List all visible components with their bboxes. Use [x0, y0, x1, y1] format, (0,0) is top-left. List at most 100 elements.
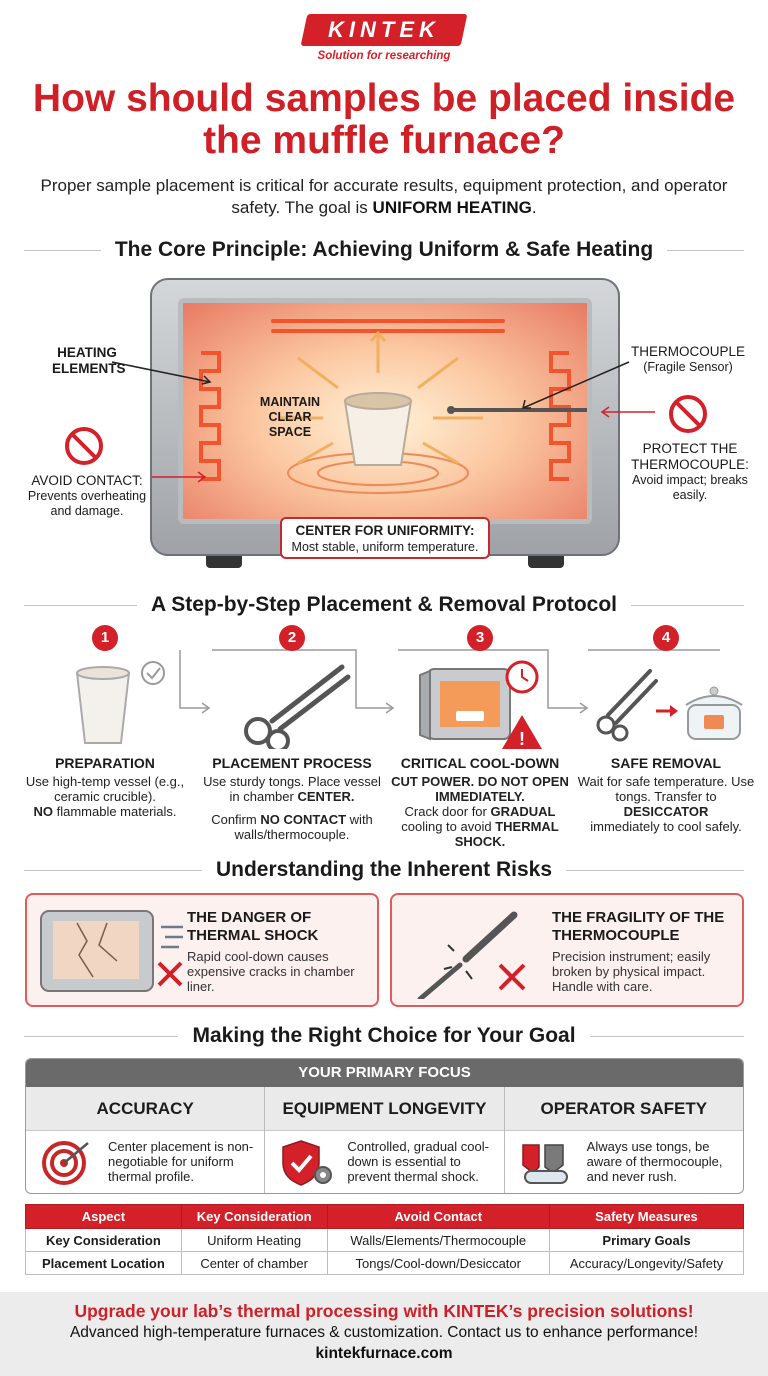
step-number: 4	[653, 625, 679, 651]
risk-text: Rapid cool-down causes expensive cracks …	[187, 949, 355, 994]
primary-focus-header: YOUR PRIMARY FOCUS	[26, 1059, 743, 1087]
step-2: 2 PLACEMENT PROCESS Use sturdy tongs. Pl…	[202, 625, 382, 842]
divider	[24, 604, 137, 606]
shield-gear-icon	[282, 1140, 333, 1186]
furnace-leg	[206, 556, 242, 568]
svg-text:!: !	[519, 729, 525, 749]
cooldown-icon: !	[419, 660, 542, 749]
page-title: How should samples be placed inside the …	[32, 77, 736, 162]
logo-box: KINTEK	[300, 14, 468, 46]
protect-thermocouple-title: PROTECT THE THERMOCOUPLE:	[631, 441, 749, 472]
brand-logo: KINTEK Solution for researching	[300, 14, 468, 62]
divider	[24, 869, 202, 871]
gloves-goggles-icon	[521, 1144, 568, 1184]
left-heating-coil	[199, 351, 221, 481]
step-2-text-b-bold: NO CONTACT	[260, 812, 347, 827]
table-cell: Primary Goals	[548, 1228, 745, 1252]
footer-cta: Upgrade your lab’s thermal processing wi…	[74, 1301, 694, 1321]
table-cell: Accuracy/Longevity/Safety	[548, 1251, 745, 1275]
step-number: 1	[92, 625, 118, 651]
footer-website-link[interactable]: kintekfurnace.com	[315, 1345, 453, 1362]
summary-table: Aspect Key Consideration Avoid Contact S…	[25, 1204, 745, 1275]
step-3: 3 ! CRITICAL COOL-DOWN CUT POWER. DO NOT…	[390, 625, 570, 849]
core-principle-heading: The Core Principle: Achieving Uniform & …	[0, 238, 768, 262]
step-number: 3	[467, 625, 493, 651]
avoid-contact-callout: AVOID CONTACT: Prevents overheating and …	[22, 473, 152, 519]
protect-thermocouple-callout: PROTECT THE THERMOCOUPLE: Avoid impact; …	[626, 441, 754, 503]
avoid-contact-text: Prevents overheating and damage.	[27, 489, 147, 518]
crucible-rim	[344, 392, 412, 410]
focus-title: ACCURACY	[26, 1087, 265, 1131]
furnace-chamber	[178, 298, 592, 524]
maintain-space-label: MAINTAIN CLEAR SPACE	[259, 395, 321, 439]
step-4-text-b: immediately to cool safely.	[590, 819, 742, 834]
step-2-text-c: with walls/thermocouple.	[234, 812, 373, 842]
summary-header-cell: Aspect	[25, 1204, 182, 1229]
step-text: CUT POWER. DO NOT OPEN IMMEDIATELY. Crac…	[390, 774, 570, 849]
heating-elements-label: HEATING ELEMENTS	[52, 345, 126, 376]
broken-thermocouple-icon	[417, 911, 526, 999]
intro-text: Proper sample placement is critical for …	[20, 175, 748, 219]
risk-text: Precision instrument; easily broken by p…	[552, 949, 711, 994]
summary-header-cell: Safety Measures	[548, 1204, 745, 1229]
section-heading: Making the Right Choice for Your Goal	[192, 1024, 576, 1047]
step-2-text-b: Confirm	[211, 812, 257, 827]
protect-pointer	[600, 406, 655, 418]
step-3-text-c-bold: THERMAL SHOCK.	[454, 819, 559, 849]
crucible	[343, 400, 413, 466]
heating-elements-pointer	[111, 361, 212, 385]
table-cell: Key Consideration	[25, 1228, 182, 1252]
protect-thermocouple-icon	[669, 395, 707, 433]
step-3-text-a-bold: CUT POWER. DO NOT OPEN IMMEDIATELY.	[391, 774, 569, 804]
table-cell: Uniform Heating	[180, 1228, 328, 1252]
step-4-text-a-bold: DESICCATOR	[623, 804, 709, 819]
step-title: PREPARATION	[55, 755, 155, 771]
avoid-contact-title: AVOID CONTACT:	[31, 473, 143, 488]
step-1-text-b-bold: NO	[33, 804, 53, 819]
no-contact-icon	[65, 427, 103, 465]
summary-header-cell: Key Consideration	[180, 1204, 328, 1229]
step-title: CRITICAL COOL-DOWN	[400, 755, 560, 771]
crucible-check-icon	[75, 661, 165, 744]
target-icon	[42, 1141, 89, 1185]
focus-accuracy: ACCURACY Center placement is non-negotia…	[26, 1087, 266, 1193]
primary-focus-table: YOUR PRIMARY FOCUS ACCURACY Center place…	[25, 1058, 744, 1194]
step-title: PLACEMENT PROCESS	[212, 755, 372, 771]
choice-heading: Making the Right Choice for Your Goal	[0, 1024, 768, 1048]
center-uniformity-callout: CENTER FOR UNIFORMITY: Most stable, unif…	[280, 517, 490, 559]
step-2-text-a-bold: CENTER.	[297, 789, 355, 804]
intro-emphasis: UNIFORM HEATING	[372, 198, 532, 217]
focus-text: Always use tongs, be aware of thermocoup…	[586, 1139, 723, 1184]
footer-banner: Upgrade your lab’s thermal processing wi…	[0, 1292, 768, 1376]
risk-title: THE FRAGILITY OF THE THERMOCOUPLE	[552, 909, 725, 944]
risks-heading: Understanding the Inherent Risks	[0, 858, 768, 882]
step-text: Wait for safe temperature. Use tongs. Tr…	[576, 774, 756, 834]
risk-title: THE DANGER OF THERMAL SHOCK	[187, 909, 319, 944]
table-cell: Placement Location	[25, 1251, 182, 1275]
intro-end: .	[531, 198, 537, 217]
focus-text: Controlled, gradual cool-down is essenti…	[347, 1139, 489, 1184]
chamber-illustration	[199, 319, 587, 494]
step-number: 2	[279, 625, 305, 651]
focus-longevity: EQUIPMENT LONGEVITY Controlled, gradual …	[265, 1087, 505, 1193]
step-1-text-b: flammable materials.	[56, 804, 177, 819]
table-row: Key Consideration Uniform Heating Walls/…	[25, 1228, 745, 1252]
top-heating-element	[271, 319, 505, 333]
focus-title: OPERATOR SAFETY	[504, 1087, 743, 1131]
thermocouple-sub: (Fragile Sensor)	[643, 360, 733, 374]
risk-card-thermocouple: THE FRAGILITY OF THE THERMOCOUPLE Precis…	[390, 893, 744, 1007]
cracked-furnace-icon	[40, 910, 183, 992]
furnace-leg	[528, 556, 564, 568]
step-1: 1 PREPARATION Use high-temp vessel (e.g.…	[15, 625, 195, 819]
step-text: Use sturdy tongs. Place vessel in chambe…	[202, 774, 382, 842]
thermocouple-title: THERMOCOUPLE	[630, 344, 745, 359]
brand-tagline: Solution for researching	[317, 50, 451, 62]
step-3-text-b: Crack door for	[404, 804, 487, 819]
divider	[631, 604, 744, 606]
desiccator-transfer-icon	[596, 669, 743, 742]
step-4: 4 SAFE REMOVAL Wait for safe temperature…	[576, 625, 756, 834]
section-heading: A Step-by-Step Placement & Removal Proto…	[151, 593, 617, 616]
summary-header-cell: Avoid Contact	[326, 1204, 550, 1229]
step-3-text-c: cooling to avoid	[401, 819, 492, 834]
thermocouple-pointer	[522, 361, 630, 409]
